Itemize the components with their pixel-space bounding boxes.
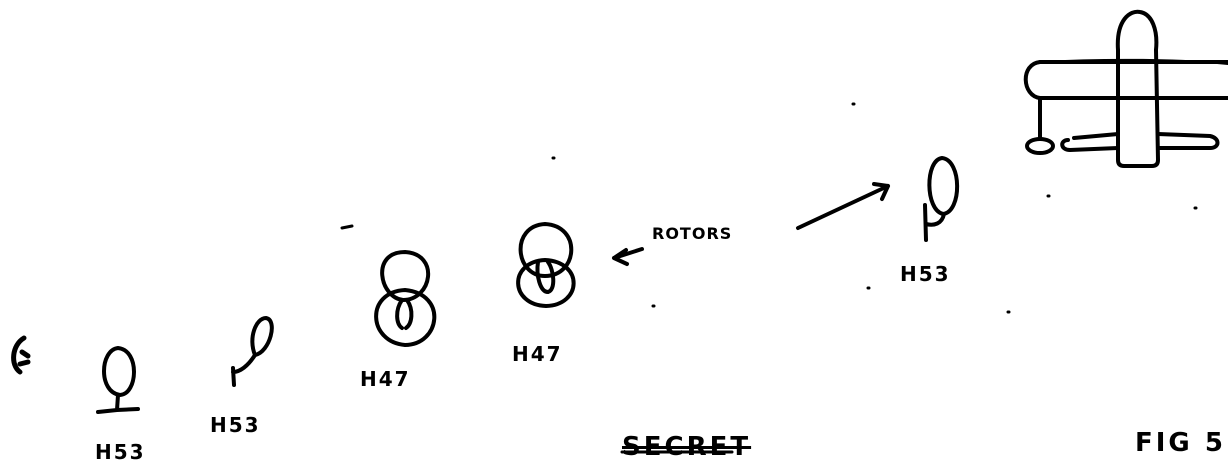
h53-right-helicopter-icon xyxy=(923,156,960,242)
arrow-to-h47 xyxy=(612,247,644,266)
secret-stamp: SECRET xyxy=(622,432,752,462)
arrow-to-h53 xyxy=(796,182,890,230)
h47-left-label: H47 xyxy=(360,367,411,391)
h53-right-label: H53 xyxy=(900,262,951,286)
crescent-mark xyxy=(11,335,31,375)
figure-label: FIG 5 xyxy=(1135,428,1226,458)
airplane-icon xyxy=(1023,9,1228,168)
h47-left-tandem-helicopter-icon xyxy=(374,250,437,347)
h53-left-helicopter-icon xyxy=(231,316,274,387)
rotors-annotation: ROTORS xyxy=(652,224,733,243)
h47-right-label: H47 xyxy=(512,342,563,366)
h53-far-left-label: H53 xyxy=(95,440,146,464)
h47-right-tandem-helicopter-icon xyxy=(516,222,576,308)
h53-far-left-helicopter-icon xyxy=(96,346,140,414)
stray-specks xyxy=(340,102,1198,314)
h53-left-label: H53 xyxy=(210,413,261,437)
